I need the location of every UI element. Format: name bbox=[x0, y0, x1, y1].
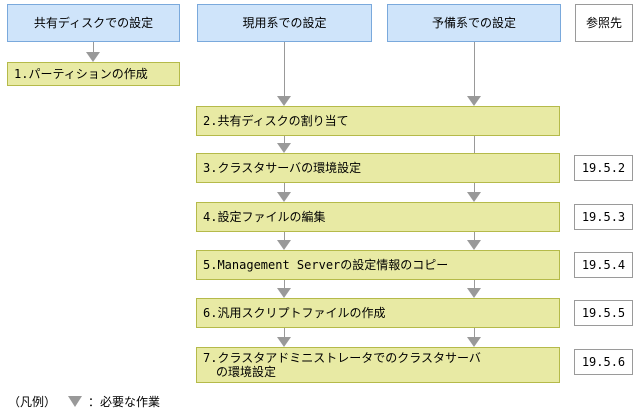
flow-line-shared-to-step1 bbox=[93, 42, 94, 53]
arrowhead-icon bbox=[277, 96, 291, 106]
arrowhead-icon bbox=[467, 192, 481, 202]
arrowhead-icon bbox=[277, 288, 291, 298]
arrowhead-icon bbox=[277, 337, 291, 347]
step-6-label: 6.汎用スクリプトファイルの作成 bbox=[203, 306, 386, 320]
arrowhead-icon bbox=[277, 240, 291, 250]
header-active-system-label: 現用系での設定 bbox=[242, 16, 327, 30]
arrowhead-icon bbox=[467, 96, 481, 106]
reference-label: 19.5.2 bbox=[581, 161, 626, 175]
header-shared-disk: 共有ディスクでの設定 bbox=[7, 4, 180, 42]
step-3-label: 3.クラスタサーバの環境設定 bbox=[203, 161, 362, 175]
step-7-label: 7.クラスタアドミニストレータでのクラスタサーバ bbox=[203, 351, 481, 365]
step-1-label: 1.パーティションの作成 bbox=[14, 67, 148, 81]
legend-prefix: （凡例） bbox=[8, 394, 57, 409]
flow-line-step6-to-step7-right bbox=[474, 328, 475, 338]
step-5-label: 5.Management Serverの設定情報のコピー bbox=[203, 258, 449, 272]
step-5-copy-mgmt-server-config: 5.Management Serverの設定情報のコピー bbox=[196, 250, 560, 280]
flow-line-step3-to-step4-right bbox=[474, 183, 475, 193]
reference-box-19-5-2: 19.5.2 bbox=[574, 155, 633, 181]
flow-line-step3-to-step4-left bbox=[284, 183, 285, 193]
header-standby-system: 予備系での設定 bbox=[387, 4, 561, 42]
step-2-label: 2.共有ディスクの割り当て bbox=[203, 114, 349, 128]
flow-line-step2-to-step3-left bbox=[284, 136, 285, 144]
reference-box-19-5-4: 19.5.4 bbox=[574, 252, 633, 278]
arrowhead-icon bbox=[467, 240, 481, 250]
required-work-arrow-icon bbox=[68, 395, 83, 407]
arrowhead-icon bbox=[277, 192, 291, 202]
arrowhead-icon bbox=[86, 52, 100, 62]
header-shared-disk-label: 共有ディスクでの設定 bbox=[33, 16, 154, 30]
step-1-create-partition: 1.パーティションの作成 bbox=[7, 62, 180, 86]
step-4-label: 4.設定ファイルの編集 bbox=[203, 210, 326, 224]
arrowhead-icon bbox=[277, 143, 291, 153]
reference-label: 19.5.5 bbox=[581, 306, 626, 320]
arrowhead-icon bbox=[467, 337, 481, 347]
flow-line-step4-to-step5-left bbox=[284, 232, 285, 241]
step-7-cluster-administrator-env: 7.クラスタアドミニストレータでのクラスタサーバ の環境設定 bbox=[196, 347, 560, 383]
step-6-create-generic-script: 6.汎用スクリプトファイルの作成 bbox=[196, 298, 560, 328]
flow-line-step4-to-step5-right bbox=[474, 232, 475, 241]
step-3-cluster-server-env: 3.クラスタサーバの環境設定 bbox=[196, 153, 560, 183]
reference-label: 19.5.3 bbox=[581, 210, 626, 224]
reference-box-19-5-5: 19.5.5 bbox=[574, 300, 633, 326]
reference-label: 19.5.4 bbox=[581, 258, 626, 272]
reference-label: 19.5.6 bbox=[581, 355, 626, 369]
legend-label: ：必要な作業 bbox=[88, 394, 161, 409]
flow-line-step5-to-step6-right bbox=[474, 280, 475, 289]
step-2-assign-shared-disk: 2.共有ディスクの割り当て bbox=[196, 106, 560, 136]
step-7-label-line2: の環境設定 bbox=[216, 365, 277, 379]
flow-line-step6-to-step7-left bbox=[284, 328, 285, 338]
flow-line-active-to-step2 bbox=[284, 42, 285, 97]
step-4-edit-config-file: 4.設定ファイルの編集 bbox=[196, 202, 560, 232]
header-reference-label: 参照先 bbox=[585, 16, 622, 30]
legend: （凡例） ：必要な作業 bbox=[8, 392, 160, 410]
flow-line-step5-to-step6-left bbox=[284, 280, 285, 289]
arrowhead-icon bbox=[467, 288, 481, 298]
reference-box-19-5-6: 19.5.6 bbox=[574, 349, 633, 375]
flow-line-step2-to-step3-right bbox=[474, 136, 475, 153]
header-reference: 参照先 bbox=[575, 4, 633, 42]
reference-box-19-5-3: 19.5.3 bbox=[574, 204, 633, 230]
header-active-system: 現用系での設定 bbox=[197, 4, 372, 42]
flow-line-standby-to-step2 bbox=[474, 42, 475, 97]
header-standby-system-label: 予備系での設定 bbox=[431, 16, 516, 30]
